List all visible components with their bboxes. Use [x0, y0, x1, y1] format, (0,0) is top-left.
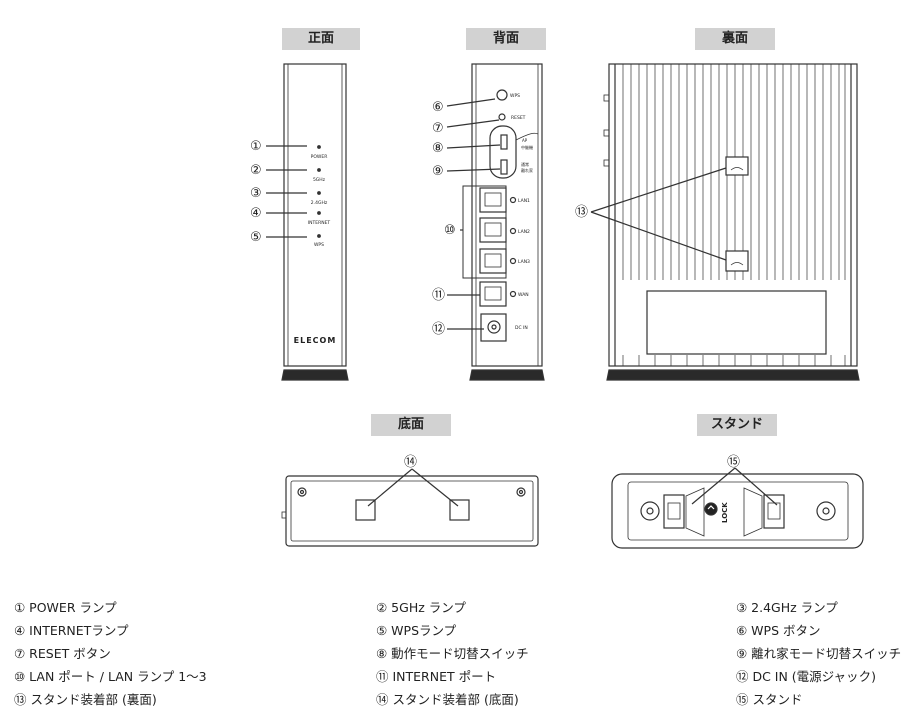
marker-14: ⑭ [404, 455, 417, 470]
legend-item-7: ⑦ RESET ボタン [14, 646, 111, 661]
stand-body [611, 473, 864, 549]
lock-icon [704, 502, 718, 516]
rear-vents [622, 64, 846, 366]
back-label-reset: RESET [511, 115, 526, 121]
front-label-internet: INTERNET [308, 220, 331, 226]
bottom-body [285, 475, 539, 547]
marker-5: ⑤ [250, 230, 262, 245]
legend-item-13: ⑬ スタンド装着部 (裏面) [14, 692, 157, 707]
stand-label-lock: LOCK [721, 502, 729, 523]
front-label-5ghz: 5GHz [313, 177, 326, 183]
header-bottom: 底面 [371, 414, 451, 436]
front-body [283, 63, 347, 367]
marker-13: ⑬ [575, 205, 588, 220]
back-label-mode-a: 通常 [521, 161, 529, 167]
front-base [281, 369, 349, 381]
marker-11: ⑪ [432, 288, 445, 303]
back-view [446, 63, 545, 381]
marker-15: ⑮ [727, 455, 740, 470]
back-label-wan: WAN [518, 292, 529, 298]
marker-2: ② [250, 163, 262, 178]
brand-logo: ELECOM [294, 336, 337, 345]
header-rear: 裏面 [695, 28, 775, 50]
bottom-view [281, 468, 539, 547]
rear-base [606, 369, 860, 381]
marker-8: ⑧ [432, 141, 444, 156]
header-back: 背面 [466, 28, 546, 50]
back-label-lan1: LAN1 [518, 198, 530, 204]
back-label-lan3: LAN3 [518, 259, 530, 265]
legend-item-3: ③ 2.4GHz ランプ [736, 600, 838, 615]
rear-view [590, 63, 860, 381]
front-label-wps: WPS [314, 242, 324, 248]
legend-item-4: ④ INTERNETランプ [14, 623, 129, 638]
legend-item-14: ⑭ スタンド装着部 (底面) [376, 692, 519, 707]
legend-item-11: ⑪ INTERNET ポート [376, 669, 497, 684]
legend-item-9: ⑨ 離れ家モード切替スイッチ [736, 646, 902, 661]
back-body [471, 63, 543, 367]
marker-4: ④ [250, 206, 262, 221]
front-label-power: POWER [311, 154, 328, 160]
back-label-dcin: DC IN [515, 325, 528, 331]
back-label-ap: AP [522, 138, 528, 143]
legend-item-10: ⑩ LAN ポート / LAN ランプ 1～3 [14, 669, 207, 684]
legend-item-6: ⑥ WPS ボタン [736, 623, 821, 638]
marker-9: ⑨ [432, 164, 444, 179]
back-label-ap-sub: 中継機 [521, 144, 533, 150]
stand-view [611, 467, 864, 549]
front-view [266, 63, 349, 381]
header-front: 正面 [282, 28, 360, 50]
marker-12: ⑫ [432, 322, 445, 337]
legend-item-5: ⑤ WPSランプ [376, 623, 457, 638]
marker-1: ① [250, 139, 262, 154]
legend-item-1: ① POWER ランプ [14, 600, 117, 615]
marker-6: ⑥ [432, 100, 444, 115]
back-label-wps: WPS [510, 93, 520, 99]
back-base [469, 369, 545, 381]
legend-item-12: ⑫ DC IN (電源ジャック) [736, 669, 876, 684]
back-label-mode-b: 離れ家 [521, 167, 533, 173]
marker-3: ③ [250, 186, 262, 201]
device-diagram: POWER 5GHz 2.4GHz INTERNET WPS ELECOM WP… [250, 63, 864, 549]
legend-item-2: ② 5GHz ランプ [376, 600, 466, 615]
legend-item-15: ⑮ スタンド [736, 692, 803, 707]
rear-body [608, 63, 858, 367]
header-stand: スタンド [697, 414, 777, 436]
legend-item-8: ⑧ 動作モード切替スイッチ [376, 646, 529, 661]
marker-7: ⑦ [432, 121, 444, 136]
wps-button-shape [496, 89, 508, 101]
marker-10: ⑩ [444, 223, 456, 238]
back-label-lan2: LAN2 [518, 229, 530, 235]
front-label-24ghz: 2.4GHz [311, 200, 328, 206]
